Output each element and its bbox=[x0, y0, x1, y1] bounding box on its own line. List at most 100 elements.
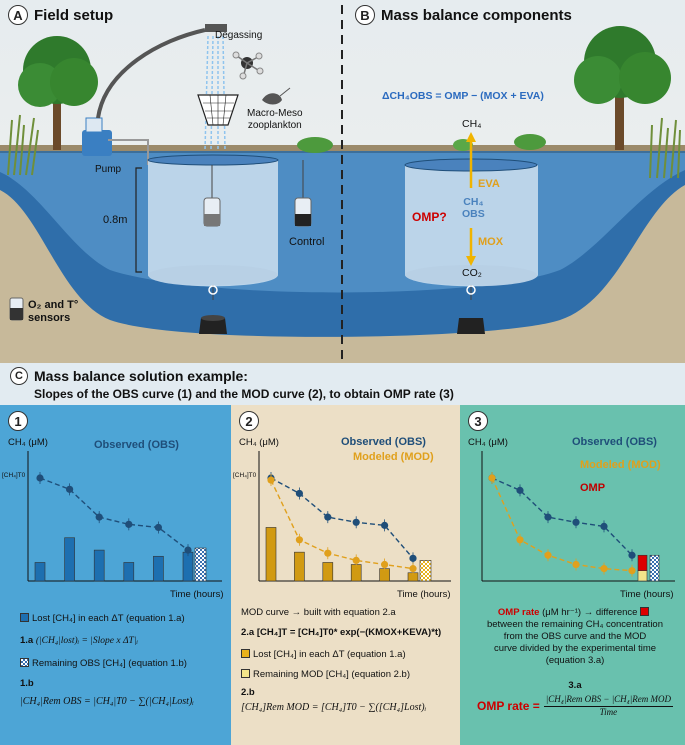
panel-b-letter: B bbox=[355, 5, 375, 25]
lost-bar bbox=[350, 564, 362, 582]
tree-trunk-right bbox=[615, 95, 624, 150]
p1-legend-remaining: Remaining OBS [CH₄] (equation 1.b) bbox=[20, 657, 225, 670]
section-c-subtitle: Slopes of the OBS curve (1) and the MOD … bbox=[34, 387, 454, 401]
chart-2: CH₄ (μM) Observed (OBS) Modeled (MOD) [C… bbox=[233, 436, 451, 600]
data-point bbox=[544, 551, 552, 559]
data-point bbox=[628, 551, 636, 559]
p3-line3: from the OBS curve and the MOD bbox=[503, 630, 647, 642]
data-point bbox=[352, 518, 360, 526]
pump-vessel bbox=[85, 117, 103, 133]
data-point bbox=[125, 520, 133, 528]
chart-1: CH₄ (μM) Observed (OBS) [CH₄]T0 Time (ho… bbox=[2, 437, 224, 600]
tree-trunk-left bbox=[53, 95, 61, 150]
data-point bbox=[409, 565, 417, 573]
section-c-header: C Mass balance solution example: Slopes … bbox=[0, 363, 685, 405]
data-point bbox=[324, 513, 332, 521]
data-point bbox=[572, 518, 580, 526]
p2-legend-remaining: Remaining MOD [CH₄] (equation 2.b) bbox=[241, 668, 457, 681]
chart-3-ylabel: CH₄ (μM) bbox=[468, 437, 508, 448]
data-point bbox=[184, 546, 192, 554]
anchor-weight bbox=[199, 318, 227, 334]
p3-omp-rate-line1: OMP rate (μM hr⁻¹) → difference bbox=[470, 607, 680, 619]
panel-b-title: B Mass balance components bbox=[355, 5, 572, 25]
p2-mod-text: MOD curve → built with equation 2.a bbox=[241, 607, 396, 618]
panel-b-title-text: Mass balance components bbox=[381, 6, 572, 24]
data-point bbox=[600, 522, 608, 531]
data-point bbox=[352, 556, 360, 564]
field-scene: A Field setup Degassing Macro-Meso zoopl… bbox=[0, 0, 685, 363]
lost-bar bbox=[322, 562, 334, 582]
data-point bbox=[36, 474, 44, 482]
data-point bbox=[600, 565, 608, 573]
pump-label: Pump bbox=[95, 164, 122, 175]
p2-eq-2a: 2.a [CH₄]T = [CH₄]T0* exp(−(KMOX+KEVA)*t… bbox=[241, 626, 442, 638]
lost-bar bbox=[153, 555, 164, 582]
co2-label: CO₂ bbox=[462, 267, 482, 279]
field-scene-illustration bbox=[0, 5, 685, 363]
reeds-right bbox=[649, 117, 681, 179]
data-point bbox=[154, 523, 162, 532]
lost-bar bbox=[265, 527, 277, 582]
data-point bbox=[572, 560, 580, 569]
control-label: Control bbox=[289, 236, 325, 248]
data-point bbox=[95, 513, 103, 521]
data-point bbox=[295, 536, 303, 544]
p3-line2: between the remaining CH₄ concentration bbox=[486, 618, 664, 630]
series-line-1 bbox=[270, 479, 414, 570]
lost-bar bbox=[64, 537, 75, 582]
degassing-spray bbox=[204, 35, 226, 151]
p1-eq-1b: |CH₄|Rem OBS = |CH₄|T0 − ∑(|CH₄|Lost)ᵢ bbox=[20, 695, 194, 707]
panel-2-number: 2 bbox=[239, 411, 259, 431]
data-point bbox=[544, 513, 552, 521]
ch4-obs-label: CH₄ OBS bbox=[462, 196, 485, 221]
chart-1-legend-obs: Observed (OBS) bbox=[94, 439, 179, 451]
series-line-0 bbox=[491, 477, 633, 556]
lost-bar bbox=[34, 562, 46, 582]
p1-eq-1b-label: 1.b bbox=[20, 677, 34, 689]
depth-label: 0.8m bbox=[103, 214, 128, 226]
chart-2-y-start: [CH₄]T0 bbox=[233, 472, 257, 479]
lost-bar bbox=[93, 549, 105, 582]
zooplankton-label: Macro-Meso zooplankton bbox=[247, 108, 303, 131]
data-point bbox=[516, 536, 524, 544]
chart-2-legend-obs: Observed (OBS) bbox=[341, 436, 426, 448]
p3-eq-3a-label: 3.a bbox=[568, 680, 582, 692]
chart-3-legend-mod: Modeled (MOD) bbox=[580, 459, 661, 471]
chart-1-xlabel: Time (hours) bbox=[170, 589, 224, 600]
reeds-left bbox=[7, 114, 39, 176]
panel-a-title: A Field setup bbox=[8, 5, 113, 25]
ch4-top-label: CH₄ bbox=[462, 118, 482, 130]
bush-b bbox=[514, 134, 546, 150]
panel-1: 1 CH₄ (μM) Observed (OBS) [CH₄]T0 Time (… bbox=[0, 405, 231, 745]
panel-a-letter: A bbox=[8, 5, 28, 25]
obs-remaining-bar bbox=[649, 554, 660, 582]
sensors-label: O₂ and T° sensors bbox=[28, 299, 79, 324]
lost-bar bbox=[294, 551, 305, 582]
degassing-label: Degassing bbox=[215, 30, 263, 41]
mox-label: MOX bbox=[478, 236, 504, 248]
series-line-0 bbox=[270, 477, 414, 559]
data-point bbox=[324, 549, 332, 557]
lost-bar bbox=[182, 551, 194, 582]
panel-2: 2 CH₄ (μM) Observed (OBS) Modeled (MOD) … bbox=[231, 405, 460, 745]
panel-1-number: 1 bbox=[8, 411, 28, 431]
chart-3: CH₄ (μM) Observed (OBS) Modeled (MOD) OM… bbox=[468, 436, 675, 600]
data-point bbox=[516, 486, 524, 494]
remaining-bar bbox=[419, 560, 432, 582]
p1-eq-1a: 1.a (|CH₄|lost)ᵢ = |Slope x ΔT|ᵢ bbox=[20, 634, 138, 646]
series-line-1 bbox=[491, 477, 633, 572]
p1-legend-lost: Lost [CH₄] in each ΔT (equation 1.a) bbox=[20, 613, 225, 625]
data-point bbox=[381, 560, 389, 569]
bush-a bbox=[297, 137, 333, 153]
p2-eq-2b: [CH₄]Rem MOD = [CH₄]T0 − ∑([CH₄]Lost)ᵢ bbox=[241, 702, 427, 714]
omp-bar bbox=[637, 554, 648, 571]
p3-line4: curve divided by the experimental time bbox=[493, 642, 657, 654]
data-point bbox=[628, 567, 636, 575]
omp-swatch bbox=[640, 607, 650, 616]
data-point bbox=[409, 554, 417, 562]
chart-2-ylabel: CH₄ (μM) bbox=[239, 437, 279, 448]
panel-c-letter: C bbox=[10, 367, 28, 385]
data-point bbox=[381, 521, 389, 529]
section-c-title: Mass balance solution example: bbox=[34, 368, 248, 384]
mod-remaining-bar bbox=[637, 570, 648, 582]
